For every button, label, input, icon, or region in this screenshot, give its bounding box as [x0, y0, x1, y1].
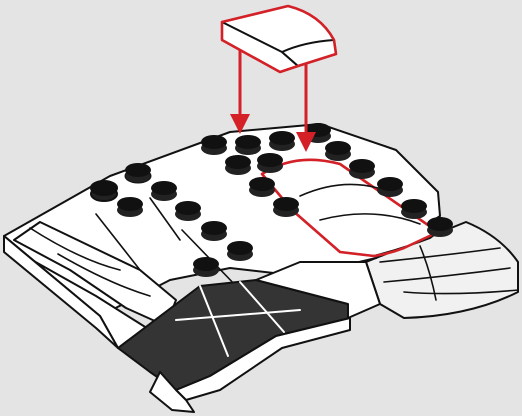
stud — [175, 201, 201, 221]
stud — [91, 181, 117, 201]
stud — [257, 153, 283, 173]
stud — [427, 217, 453, 237]
stud — [193, 257, 219, 277]
stud — [349, 159, 375, 179]
stud — [151, 181, 177, 201]
stud — [401, 199, 427, 219]
model-assembly — [4, 123, 518, 412]
stud — [325, 141, 351, 161]
stud — [225, 155, 251, 175]
stud — [227, 241, 253, 261]
stud — [117, 197, 143, 217]
stud — [377, 177, 403, 197]
stud — [235, 135, 261, 155]
stud — [201, 135, 227, 155]
arrow-left — [230, 44, 250, 134]
stud — [249, 177, 275, 197]
stud — [269, 131, 295, 151]
stud — [201, 221, 227, 241]
stud — [273, 197, 299, 217]
stud — [125, 163, 151, 183]
